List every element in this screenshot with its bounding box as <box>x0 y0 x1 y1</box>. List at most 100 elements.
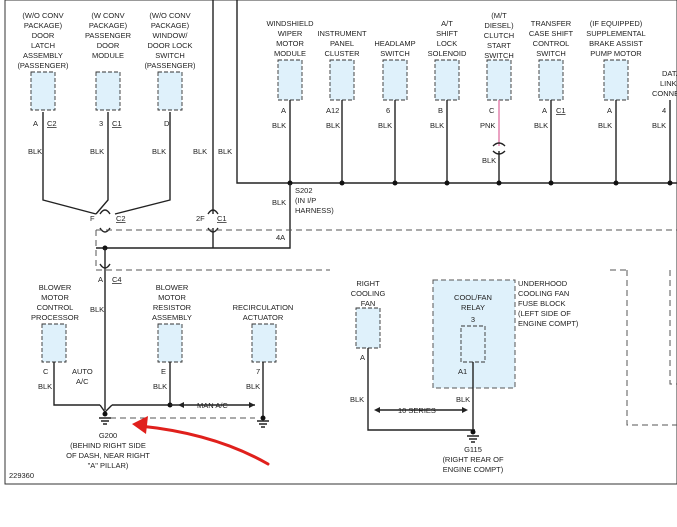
svg-text:BLK: BLK <box>246 382 260 391</box>
svg-text:DOOR LOCK: DOOR LOCK <box>147 41 192 50</box>
svg-text:A: A <box>360 353 365 362</box>
svg-text:LOCK: LOCK <box>437 39 457 48</box>
svg-text:CONNEC: CONNEC <box>652 89 677 98</box>
svg-text:BLK: BLK <box>152 147 166 156</box>
svg-text:D: D <box>164 119 170 128</box>
svg-text:BLK: BLK <box>652 121 666 130</box>
svg-text:RESISTOR: RESISTOR <box>153 303 192 312</box>
svg-text:6: 6 <box>386 106 390 115</box>
svg-text:RIGHT: RIGHT <box>356 279 380 288</box>
instrument-panel-cluster: INSTRUMENT PANEL CLUSTER A12 BLK <box>317 29 367 130</box>
svg-text:INSTRUMENT: INSTRUMENT <box>317 29 367 38</box>
svg-text:SWITCH: SWITCH <box>155 51 185 60</box>
right-cooling-fan: RIGHT COOLING FAN A BLK <box>350 279 385 404</box>
svg-text:SUPPLEMENTAL: SUPPLEMENTAL <box>586 29 645 38</box>
svg-text:A/T: A/T <box>441 19 453 28</box>
svg-text:OF DASH, NEAR RIGHT: OF DASH, NEAR RIGHT <box>66 451 150 460</box>
svg-text:MOTOR: MOTOR <box>41 293 69 302</box>
svg-text:C1: C1 <box>556 106 566 115</box>
svg-text:FAN: FAN <box>361 299 376 308</box>
svg-text:B: B <box>438 106 443 115</box>
svg-text:(W CONV: (W CONV <box>91 11 124 20</box>
svg-text:MAN A/C: MAN A/C <box>197 401 228 410</box>
svg-text:A1: A1 <box>458 367 467 376</box>
svg-text:SWITCH: SWITCH <box>484 51 514 60</box>
svg-text:DATA: DATA <box>662 69 677 78</box>
svg-text:PASSENGER: PASSENGER <box>85 31 132 40</box>
svg-text:(IF EQUIPPED): (IF EQUIPPED) <box>590 19 643 28</box>
svg-text:PNK: PNK <box>480 121 495 130</box>
headlamp-switch: HEADLAMP SWITCH 6 BLK <box>374 39 415 130</box>
svg-text:PACKAGE): PACKAGE) <box>151 21 190 30</box>
transfer-case-shift-control-switch: TRANSFER CASE SHIFT CONTROL SWITCH A C1 … <box>529 19 574 130</box>
windshield-wiper-motor-module: WINDSHIELD WIPER MOTOR MODULE A BLK <box>266 19 314 130</box>
svg-text:BLK: BLK <box>378 121 392 130</box>
splice-s202: S202 (IN I/P HARNESS) <box>295 186 334 215</box>
svg-text:S202: S202 <box>295 186 313 195</box>
svg-text:COOL/FAN: COOL/FAN <box>454 293 492 302</box>
svg-text:SWITCH: SWITCH <box>380 49 410 58</box>
brake-assist-pump-motor: (IF EQUIPPED) SUPPLEMENTAL BRAKE ASSIST … <box>586 19 645 130</box>
svg-text:DIESEL): DIESEL) <box>484 21 514 30</box>
svg-text:(PASSENGER): (PASSENGER) <box>144 61 196 70</box>
svg-text:TRANSFER: TRANSFER <box>531 19 572 28</box>
svg-text:A: A <box>33 119 38 128</box>
svg-text:(M/T: (M/T <box>491 11 507 20</box>
svg-text:A/C: A/C <box>76 377 89 386</box>
svg-text:C1: C1 <box>112 119 122 128</box>
svg-text:MODULE: MODULE <box>92 51 124 60</box>
svg-text:ENGINE COMPT): ENGINE COMPT) <box>518 319 579 328</box>
svg-text:PANEL: PANEL <box>330 39 354 48</box>
svg-text:WIPER: WIPER <box>278 29 303 38</box>
svg-text:C2: C2 <box>47 119 57 128</box>
svg-text:LINK: LINK <box>660 79 677 88</box>
svg-text:G200: G200 <box>99 431 117 440</box>
svg-text:WINDOW/: WINDOW/ <box>153 31 189 40</box>
svg-text:BLK: BLK <box>90 305 104 314</box>
svg-text:G115: G115 <box>464 445 482 454</box>
svg-text:BLK: BLK <box>153 382 167 391</box>
svg-text:MOTOR: MOTOR <box>276 39 304 48</box>
svg-text:MOTOR: MOTOR <box>158 293 186 302</box>
svg-text:RECIRCULATION: RECIRCULATION <box>233 303 294 312</box>
svg-text:HEADLAMP: HEADLAMP <box>374 39 415 48</box>
svg-text:(IN I/P: (IN I/P <box>295 196 316 205</box>
svg-text:ACTUATOR: ACTUATOR <box>243 313 284 322</box>
svg-text:DOOR: DOOR <box>32 31 55 40</box>
ground-g115: G115 (RIGHT REAR OF ENGINE COMPT) <box>442 429 504 474</box>
svg-text:C: C <box>489 106 495 115</box>
svg-text:MODULE: MODULE <box>274 49 306 58</box>
svg-text:BLK: BLK <box>28 147 42 156</box>
svg-text:BLK: BLK <box>218 147 232 156</box>
svg-text:A: A <box>542 106 547 115</box>
ground-g200: G200 (BEHIND RIGHT SIDE OF DASH, NEAR RI… <box>66 404 269 470</box>
svg-text:C4: C4 <box>112 275 122 284</box>
svg-text:PUMP MOTOR: PUMP MOTOR <box>590 49 642 58</box>
svg-text:(W/O CONV: (W/O CONV <box>22 11 63 20</box>
figure-id: 229360 <box>9 471 34 480</box>
svg-text:COOLING: COOLING <box>351 289 386 298</box>
svg-text:CLUTCH: CLUTCH <box>484 31 514 40</box>
svg-text:C1: C1 <box>217 214 227 223</box>
svg-text:ASSEMBLY: ASSEMBLY <box>152 313 192 322</box>
svg-text:(PASSENGER): (PASSENGER) <box>17 61 69 70</box>
recirculation-actuator: RECIRCULATION ACTUATOR 7 BLK <box>233 303 294 391</box>
svg-text:2F: 2F <box>196 214 205 223</box>
svg-text:ASSEMBLY: ASSEMBLY <box>23 51 63 60</box>
svg-text:(W/O CONV: (W/O CONV <box>149 11 190 20</box>
svg-text:CLUSTER: CLUSTER <box>324 49 360 58</box>
svg-text:4: 4 <box>662 106 666 115</box>
svg-text:CASE SHIFT: CASE SHIFT <box>529 29 574 38</box>
clutch-start-switch: (M/T DIESEL) CLUTCH START SWITCH C PNK B… <box>480 11 514 165</box>
svg-text:F: F <box>90 214 95 223</box>
svg-text:A: A <box>607 106 612 115</box>
svg-text:A: A <box>281 106 286 115</box>
svg-text:FUSE BLOCK: FUSE BLOCK <box>518 299 566 308</box>
svg-text:BRAKE ASSIST: BRAKE ASSIST <box>589 39 643 48</box>
svg-text:BLOWER: BLOWER <box>39 283 72 292</box>
svg-text:COOLING FAN: COOLING FAN <box>518 289 569 298</box>
svg-text:BLK: BLK <box>430 121 444 130</box>
svg-text:(BEHIND RIGHT SIDE: (BEHIND RIGHT SIDE <box>70 441 146 450</box>
svg-text:HARNESS): HARNESS) <box>295 206 334 215</box>
svg-text:PACKAGE): PACKAGE) <box>89 21 128 30</box>
